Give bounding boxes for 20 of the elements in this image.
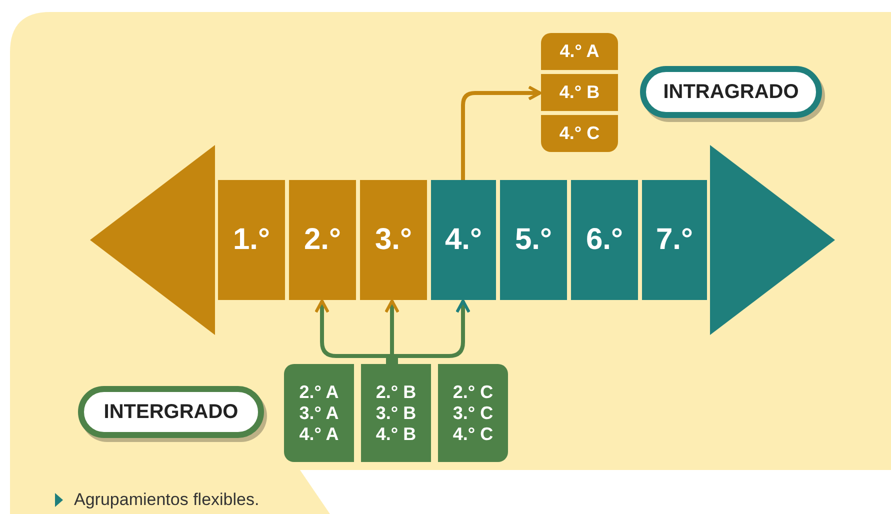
arrow bbox=[386, 300, 470, 364]
grade-box: 3.° bbox=[360, 180, 427, 300]
grade-box: 6.° bbox=[571, 180, 638, 300]
arrow bbox=[461, 86, 542, 180]
group-box: 4.° A bbox=[541, 33, 618, 70]
grade-box: 7.° bbox=[642, 180, 707, 300]
group-box: 2.° A 3.° A 4.° A bbox=[284, 364, 354, 462]
arrow bbox=[314, 300, 398, 364]
caption: Agrupamientos flexibles. bbox=[74, 490, 260, 510]
label-pill: INTRAGRADO bbox=[640, 66, 822, 118]
group-box: 2.° B 3.° B 4.° B bbox=[361, 364, 431, 462]
grade-box: 5.° bbox=[500, 180, 567, 300]
group-box: 2.° C 3.° C 4.° C bbox=[438, 364, 508, 462]
grade-box: 4.° bbox=[431, 180, 496, 300]
arrow bbox=[384, 300, 400, 364]
grade-box: 2.° bbox=[289, 180, 356, 300]
group-box: 4.° C bbox=[541, 115, 618, 152]
grade-box: 1.° bbox=[218, 180, 285, 300]
label-pill: INTERGRADO bbox=[78, 386, 264, 438]
group-box: 4.° B bbox=[541, 74, 618, 111]
